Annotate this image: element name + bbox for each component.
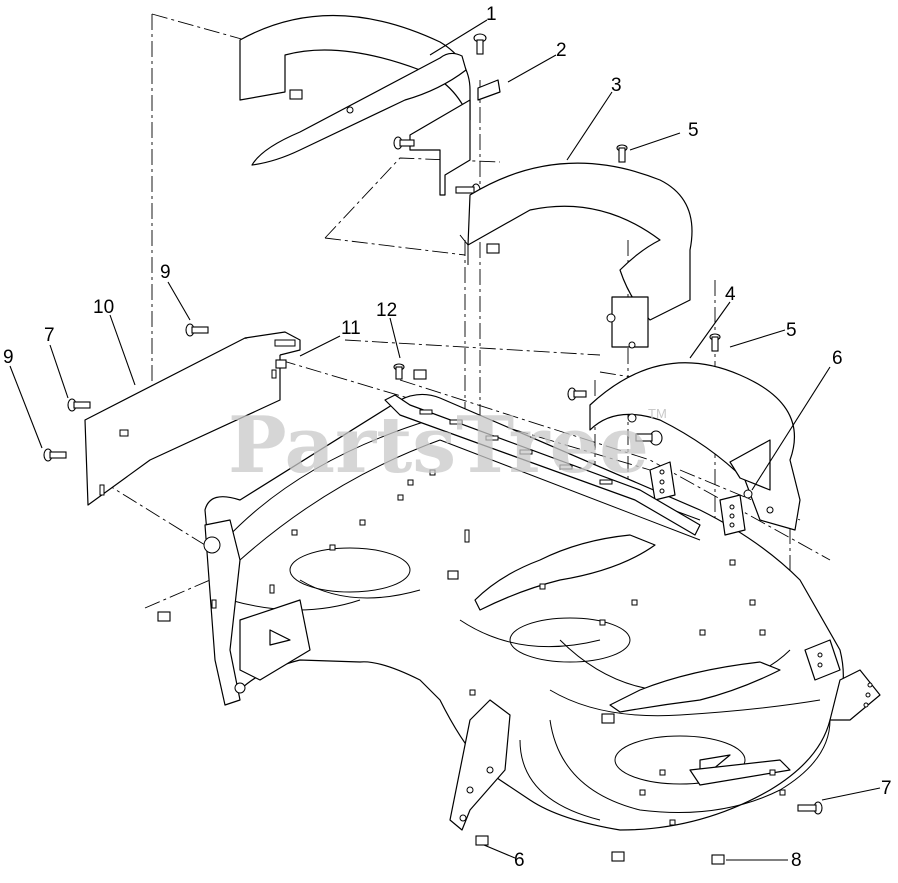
watermark-text: PartsTree (228, 400, 649, 491)
flange-nut-icon (601, 713, 615, 724)
carriage-bolt-icon (635, 430, 663, 446)
bolt-icon (567, 387, 587, 401)
callout-9: 9 (160, 262, 171, 283)
right-baffle (567, 333, 801, 531)
callout-4: 4 (725, 284, 736, 305)
mower-deck-shell (157, 363, 881, 865)
bolt-icon (709, 333, 721, 352)
left-side-panel (43, 323, 301, 506)
bolt-icon (185, 323, 209, 337)
bolt-icon (797, 801, 823, 815)
callout-3: 3 (611, 75, 622, 96)
callout-1: 1 (486, 4, 497, 25)
front-rail (384, 394, 701, 536)
blade-baffle-assembly-left (239, 14, 501, 197)
callout-2: 2 (556, 40, 567, 61)
flange-nut-icon (157, 611, 171, 622)
flange-nut-icon (611, 851, 625, 862)
callout-5: 5 (688, 120, 699, 141)
callout-9: 9 (3, 347, 14, 368)
watermark-trademark: TM (648, 406, 667, 421)
callout-7: 7 (881, 778, 892, 799)
flange-nut-icon (475, 835, 489, 846)
carriage-bolt-icon (393, 363, 405, 380)
carriage-bolt-icon (473, 33, 487, 55)
flange-nut-icon (711, 854, 725, 865)
callout-5: 5 (786, 320, 797, 341)
callout-8: 8 (791, 850, 802, 871)
callout-12: 12 (376, 300, 397, 321)
watermark: PartsTree TM (228, 400, 667, 491)
callout-leaders (9, 19, 881, 861)
callout-7: 7 (44, 325, 55, 346)
callout-6: 6 (832, 348, 843, 369)
callout-labels: 1 2 3 5 4 5 6 9 10 11 12 7 9 7 6 8 (3, 4, 892, 871)
flange-nut-icon (413, 369, 427, 380)
flange-nut-icon (486, 243, 500, 254)
bolt-icon (67, 398, 91, 412)
callout-10: 10 (93, 297, 114, 318)
callout-11: 11 (341, 318, 361, 339)
deck-slots (211, 469, 786, 826)
bolt-icon (616, 144, 628, 163)
flange-nut-icon (289, 89, 303, 100)
callout-6: 6 (514, 850, 525, 871)
bolt-icon (43, 448, 67, 462)
center-baffle (459, 144, 693, 349)
adjustment-holes (659, 469, 823, 668)
flange-nut-icon (447, 570, 459, 580)
bolt-icon (393, 136, 415, 150)
flange-nut-icon (275, 359, 287, 369)
